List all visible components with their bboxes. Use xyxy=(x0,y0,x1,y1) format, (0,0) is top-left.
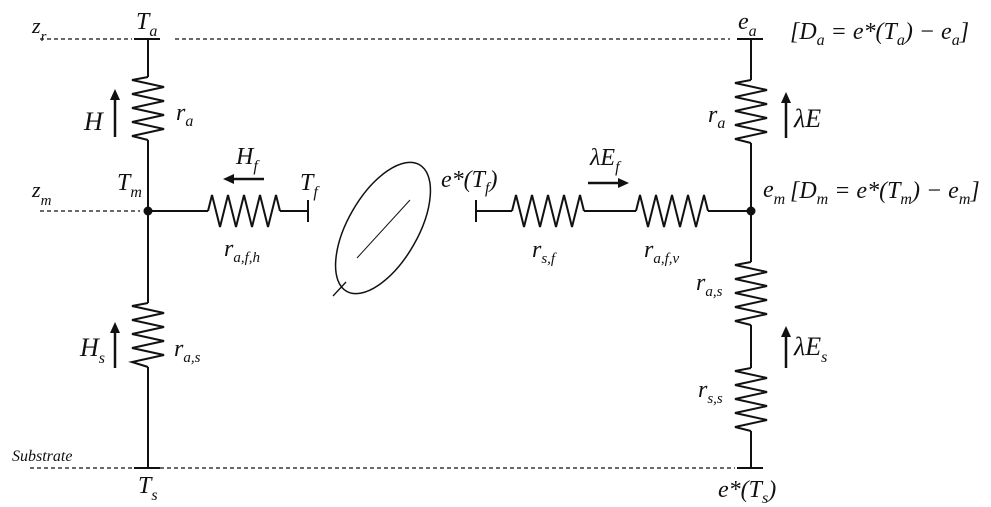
dm-equation: [Dm = e*(Tm) − em] xyxy=(790,178,980,208)
leaf-shape xyxy=(334,161,432,295)
ras-left-resistor xyxy=(128,302,165,368)
rafv-label: ra,f,v xyxy=(644,237,680,267)
ra-left-resistor xyxy=(131,76,165,141)
em-label: em xyxy=(763,177,785,208)
rafh-resistor xyxy=(207,194,281,228)
zm-label: zm xyxy=(31,177,52,209)
leaf-midrib xyxy=(356,199,411,259)
rss-label: rs,s xyxy=(698,377,723,407)
h-flux-arrow xyxy=(110,89,120,137)
rafh-label: ra,f,h xyxy=(224,236,260,266)
ts-label: Ts xyxy=(138,473,158,504)
zr-label: zr xyxy=(31,13,47,45)
hs-label: Hs xyxy=(79,333,105,367)
rsf-label: rs,f xyxy=(532,237,557,267)
hs-flux-arrow xyxy=(110,322,120,368)
da-equation: [Da = e*(Ta) − ea] xyxy=(790,19,969,49)
lambda-e-flux-arrow xyxy=(781,92,791,138)
tf-label: Tf xyxy=(300,170,320,201)
lambda-ef-flux-arrow xyxy=(588,178,629,188)
ra-left-label: ra xyxy=(176,100,193,130)
substrate-label: Substrate xyxy=(12,448,72,465)
estar-ts-label: e*(Ts) xyxy=(718,477,776,507)
ras-right-resistor xyxy=(734,261,768,326)
ea-label: ea xyxy=(738,9,757,40)
lambda-e-label: λE xyxy=(793,104,821,133)
rss-resistor xyxy=(734,367,768,432)
hf-label: Hf xyxy=(235,144,260,175)
leaf-stem xyxy=(332,281,347,297)
ras-left-label: ra,s xyxy=(174,336,201,366)
lambda-es-flux-arrow xyxy=(781,326,791,368)
h-label: H xyxy=(83,107,104,136)
em-node xyxy=(746,206,756,216)
ra-right-label: ra xyxy=(708,102,725,132)
hf-flux-arrow xyxy=(223,174,264,184)
ta-label: Ta xyxy=(136,9,157,40)
lambda-es-label: λEs xyxy=(793,332,827,366)
ras-right-label: ra,s xyxy=(696,270,723,300)
ra-right-resistor xyxy=(734,79,768,144)
rsf-resistor xyxy=(511,194,585,228)
rafv-resistor xyxy=(635,194,709,228)
tm-label: Tm xyxy=(117,170,142,201)
lambda-ef-label: λEf xyxy=(589,145,622,176)
estar-tf-label: e*(Tf) xyxy=(441,167,497,197)
